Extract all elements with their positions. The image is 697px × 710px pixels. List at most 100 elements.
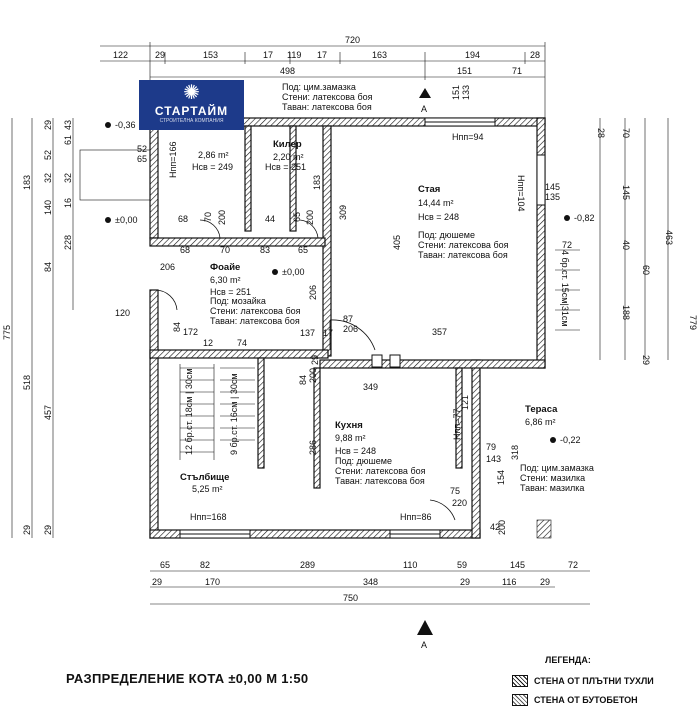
svg-text:75: 75 [450,486,460,496]
svg-text:Таван: латексова боя: Таван: латексова боя [210,316,300,326]
dim-left-183: 183 [22,175,32,190]
svg-text:6,30 m²: 6,30 m² [210,275,241,285]
dim-bot-82: 82 [200,560,210,570]
svg-text:9,88 m²: 9,88 m² [335,433,366,443]
svg-text:9 бр.ст. 16см | 30см: 9 бр.ст. 16см | 30см [229,373,239,455]
svg-text:70: 70 [203,212,213,222]
svg-text:6,86 m²: 6,86 m² [525,417,556,427]
dim-left-61: 61 [63,135,73,145]
dim-left-228: 228 [63,235,73,250]
svg-text:349: 349 [363,382,378,392]
logo-name: СТАРТАЙМ [154,104,229,118]
dim-left-52: 52 [43,150,53,160]
svg-text:Стени: латексова боя: Стени: латексова боя [282,92,373,102]
svg-text:145: 145 [545,182,560,192]
legend-brick: СТЕНА ОТ ПЛЪТНИ ТУХЛИ [512,675,654,687]
dim-bot-145: 145 [510,560,525,570]
doors [154,219,456,521]
drawing-title: РАЗПРЕДЕЛЕНИЕ КОТА ±0,00 М 1:50 [66,671,309,686]
svg-text:Нпп=94: Нпп=94 [452,132,484,142]
svg-text:Под: мозайка: Под: мозайка [210,296,266,306]
dim-bot-29b: 29 [460,577,470,587]
svg-text:65: 65 [298,245,308,255]
svg-text:84: 84 [298,375,308,385]
svg-text:Нсв = 248: Нсв = 248 [418,212,459,222]
notes-top: Под: цим.замазка Стени: латексова боя Та… [282,82,373,112]
svg-text:143: 143 [486,454,501,464]
dim-left-16: 16 [63,198,73,208]
dim-right-188: 188 [621,305,631,320]
svg-text:Нсв = 251: Нсв = 251 [265,162,306,172]
dim-top-2: 29 [155,50,165,60]
svg-text:Нсв = 251: Нсв = 251 [210,287,251,297]
svg-text:83: 83 [260,245,270,255]
dim-left-32b: 32 [63,173,73,183]
top-dimensions: 720 122 29 153 17 119 17 163 194 28 498 … [100,35,546,120]
dim-left-overall: 775 [2,325,12,340]
right-dimensions: 28 70 145 40 60 188 29 463 779 [596,118,697,365]
svg-text:200: 200 [217,210,227,225]
legend-brick-label: СТЕНА ОТ ПЛЪТНИ ТУХЛИ [534,676,654,686]
dim-top-8: 194 [465,50,480,60]
bottom-dimensions: 65 82 289 110 59 145 72 29 170 348 29 11… [150,560,590,605]
dim-top-6: 17 [317,50,327,60]
dim-top-4: 17 [263,50,273,60]
section-mark-bottom: А [417,620,433,650]
dim-right-145: 145 [621,185,631,200]
dim-right-40: 40 [621,240,631,250]
left-dimensions: 775 518 183 457 29 52 32 140 84 43 61 32… [2,118,74,538]
svg-text:120: 120 [115,308,130,318]
dim-right-60: 60 [641,265,651,275]
dim-right-463: 463 [664,230,674,245]
dim-left-457: 457 [43,405,53,420]
svg-text:70: 70 [220,245,230,255]
dim-bot-289: 289 [300,560,315,570]
svg-text:Таван: латексова боя: Таван: латексова боя [282,102,372,112]
svg-text:Стълбище: Стълбище [180,472,229,483]
stair-treads [179,364,255,460]
level-right-top: -0,82 [574,213,595,223]
room-pantry: Килер 2,20 m² Нсв = 251 [265,139,306,172]
room-wc: 2,86 m² Нсв = 249 Нпп=166 [168,141,233,178]
dim-top-151: 151 [457,66,472,76]
svg-text:151: 151 [451,85,461,100]
svg-text:Кухня: Кухня [335,420,363,431]
company-logo: ✺ СТАРТАЙМ СТРОИТЕЛНА КОМПАНИЯ [139,80,244,130]
svg-text:Тераса: Тераса [525,404,558,415]
dim-right-779: 779 [688,315,697,330]
legend-concrete-label: СТЕНА ОТ БУТОБЕТОН [534,695,638,705]
svg-text:2,20 m²: 2,20 m² [273,152,304,162]
brick-swatch-icon [512,675,528,687]
section-mark-top: А [419,88,431,114]
section-mark-label-top: А [421,104,427,114]
windows [179,117,546,539]
svg-text:154: 154 [496,470,506,485]
svg-text:68: 68 [180,245,190,255]
svg-text:318: 318 [510,445,520,460]
svg-text:84: 84 [172,322,182,332]
svg-text:286: 286 [308,440,318,455]
svg-text:65: 65 [292,212,302,222]
legend-concrete: СТЕНА ОТ БУТОБЕТОН [512,694,638,706]
svg-text:4 бр.ст. 15см|31см: 4 бр.ст. 15см|31см [560,250,570,327]
svg-text:200: 200 [497,520,507,535]
svg-text:Нсв = 248: Нсв = 248 [335,446,376,456]
level-foyer: ±0,00 [282,267,304,277]
dim-bot-170: 170 [205,577,220,587]
svg-text:Под: дюшеме: Под: дюшеме [335,456,392,466]
dim-top-5: 119 [287,50,301,60]
svg-text:Под: цим.замазка: Под: цим.замазка [282,82,356,92]
svg-text:206: 206 [160,262,175,272]
svg-text:Нпп=166: Нпп=166 [168,141,178,178]
dim-top-9: 28 [530,50,540,60]
svg-text:Таван: латексова боя: Таван: латексова боя [335,476,425,486]
dim-left-518: 518 [22,375,32,390]
svg-text:172: 172 [183,327,198,337]
svg-text:405: 405 [392,235,402,250]
svg-text:79: 79 [486,442,496,452]
dim-bot-348: 348 [363,577,378,587]
dim-right-28: 28 [596,128,606,138]
svg-text:Стени: латексова боя: Стени: латексова боя [210,306,301,316]
dim-top-7: 163 [372,50,387,60]
